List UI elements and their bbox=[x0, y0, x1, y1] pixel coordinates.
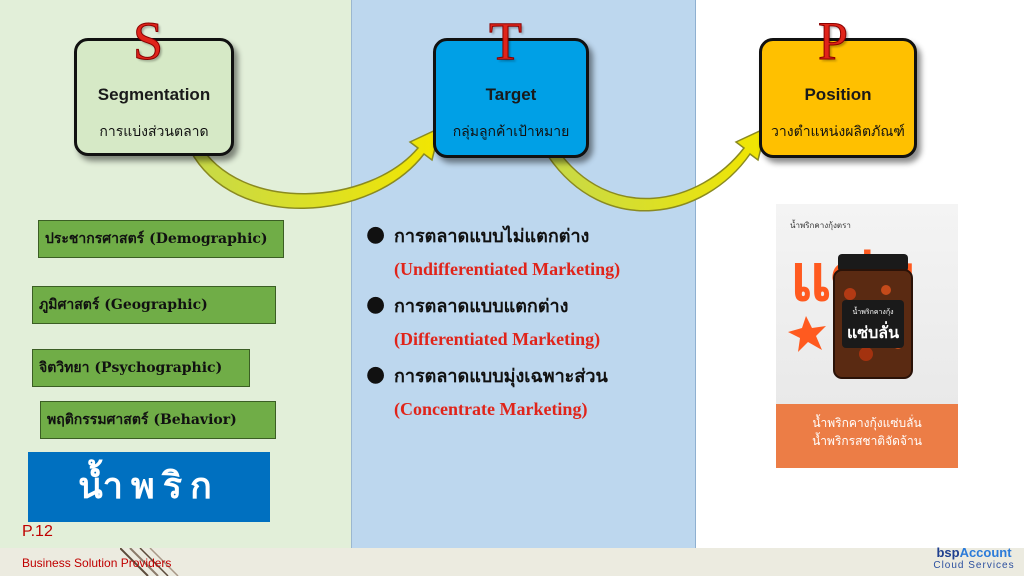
company-logo: bspAccount Cloud Services bbox=[928, 546, 1020, 576]
footer-stripes bbox=[120, 548, 179, 576]
target-box: Target กลุ่มลูกค้าเป้าหมาย bbox=[433, 38, 589, 158]
bullet-icon: ● bbox=[366, 362, 386, 387]
jar-label-big: แซ่บลั่น bbox=[847, 321, 899, 342]
strategy-english: (Differentiated Marketing) bbox=[394, 329, 601, 349]
caption-line-2: น้ำพริกรสชาติจัดจ้าน bbox=[812, 434, 922, 448]
logo-wordmark: bspAccount bbox=[936, 545, 1012, 560]
position-box: Position วางตำแหน่งผลิตภัณฑ์ bbox=[759, 38, 917, 158]
footer-tagline: Business Solution Providers bbox=[22, 556, 172, 570]
page-number: P.12 bbox=[22, 523, 53, 540]
strategy-thai: การตลาดแบบมุ่งเฉพาะส่วน bbox=[394, 366, 608, 387]
strategy-thai: การตลาดแบบไม่แตกต่าง bbox=[394, 226, 590, 247]
position-subtitle: วางตำแหน่งผลิตภัณฑ์ bbox=[771, 124, 905, 140]
target-strategy-item: ● การตลาดแบบมุ่งเฉพาะส่วน (Concentrate M… bbox=[362, 362, 692, 426]
position-title: Position bbox=[804, 85, 872, 104]
segment-behavior: พฤติกรรมศาสตร์ (Behavior) bbox=[40, 401, 276, 439]
starburst-icon bbox=[788, 316, 826, 352]
strategy-english: (Concentrate Marketing) bbox=[394, 399, 588, 419]
letter-s: S bbox=[132, 11, 164, 71]
product-name-box: น้ำพริก bbox=[28, 452, 270, 522]
logo-subtitle: Cloud Services bbox=[933, 560, 1015, 571]
target-strategy-item: ● การตลาดแบบแตกต่าง (Differentiated Mark… bbox=[362, 292, 692, 356]
bullet-icon: ● bbox=[366, 292, 386, 317]
product-brand-text: น้ำพริกคางกุ้งตรา bbox=[790, 219, 851, 230]
segment-demographic: ประชากรศาสตร์ (Demographic) bbox=[38, 220, 284, 258]
segmentation-subtitle: การแบ่งส่วนตลาด bbox=[99, 124, 209, 140]
caption-line-1: น้ำพริกคางกุ้งแซ่บลั่น bbox=[812, 416, 922, 430]
jar-label-small: น้ำพริกคางกุ้ง bbox=[852, 305, 893, 316]
product-jar-illustration: น้ำพริกคางกุ้งตรา แซ่บ น้ำพริกคางกุ้ง แซ… bbox=[788, 219, 915, 379]
strategy-english: (Undifferentiated Marketing) bbox=[394, 259, 621, 279]
segmentation-box: Segmentation การแบ่งส่วนตลาด bbox=[74, 38, 234, 156]
target-strategy-item: ● การตลาดแบบไม่แตกต่าง (Undifferentiated… bbox=[362, 222, 692, 286]
segmentation-title: Segmentation bbox=[97, 85, 211, 104]
target-title: Target bbox=[485, 85, 537, 104]
segment-geographic: ภูมิศาสตร์ (Geographic) bbox=[32, 286, 276, 324]
product-image: น้ำพริกคางกุ้งตรา แซ่บ น้ำพริกคางกุ้ง แซ… bbox=[776, 204, 958, 404]
strategy-thai: การตลาดแบบแตกต่าง bbox=[394, 296, 569, 317]
product-caption: น้ำพริกคางกุ้งแซ่บลั่น น้ำพริกรสชาติจัดจ… bbox=[776, 404, 958, 468]
target-subtitle: กลุ่มลูกค้าเป้าหมาย bbox=[452, 124, 570, 140]
jar-label bbox=[842, 300, 904, 348]
letter-t: T bbox=[489, 11, 523, 71]
letter-p: P bbox=[817, 11, 849, 71]
target-strategy-list: ● การตลาดแบบไม่แตกต่าง (Undifferentiated… bbox=[362, 222, 692, 432]
segment-psychographic: จิตวิทยา (Psychographic) bbox=[32, 349, 250, 387]
jar-lid bbox=[838, 254, 908, 272]
footer-bar bbox=[0, 548, 1024, 576]
bullet-icon: ● bbox=[366, 222, 386, 247]
